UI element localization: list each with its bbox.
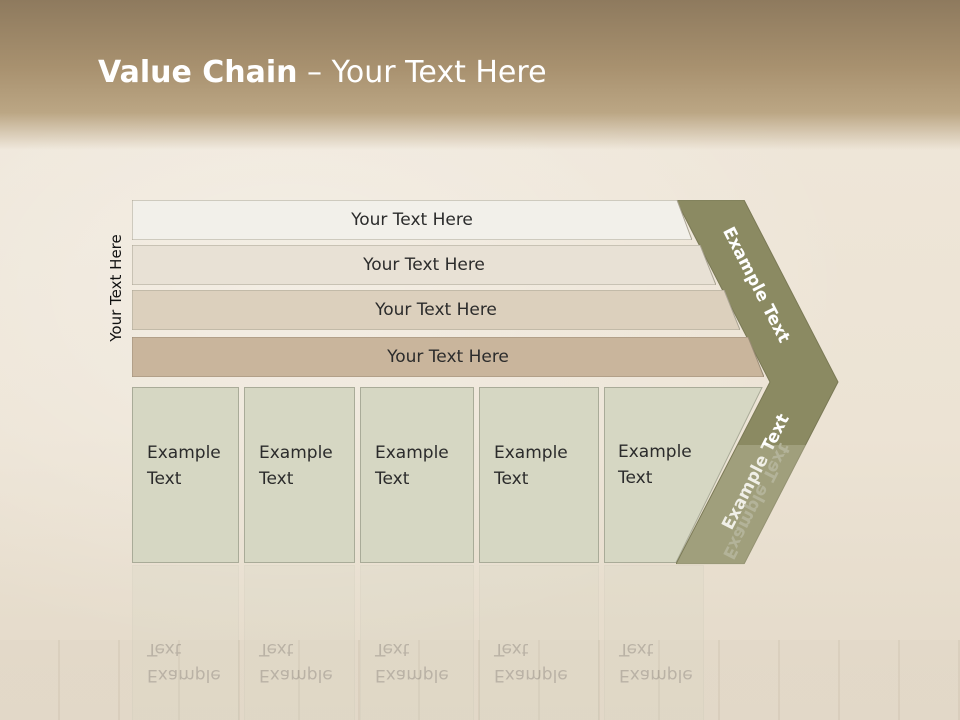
column-3-reflection: Example Text	[360, 565, 474, 720]
column-3-line2: Text	[375, 469, 410, 489]
column-2-reflection-line1: Example	[259, 665, 333, 685]
column-1-line1: Example	[147, 443, 221, 463]
chevron-reflection-shape	[676, 445, 806, 565]
column-4-line1: Example	[494, 443, 568, 463]
row-4-shape	[132, 337, 764, 377]
side-label: Your Text Here	[107, 234, 125, 342]
column-4-reflection: Example Text	[479, 565, 599, 720]
row-1-label: Your Text Here	[351, 210, 473, 230]
column-2-line1: Example	[259, 443, 333, 463]
column-5-line1: Example	[618, 442, 692, 462]
column-3: Example Text	[360, 387, 474, 563]
title-bold: Value Chain	[98, 55, 298, 90]
column-3-reflection-line1: Example	[375, 665, 449, 685]
row-2: Your Text Here	[132, 245, 716, 285]
column-1-reflection-line1: Example	[147, 665, 221, 685]
column-4-reflection-line1: Example	[494, 665, 568, 685]
row-3: Your Text Here	[132, 290, 740, 330]
column-4-line2: Text	[494, 469, 529, 489]
row-2-label: Your Text Here	[363, 255, 485, 275]
column-4-reflection-line2: Text	[494, 639, 529, 659]
column-1: Example Text	[132, 387, 239, 563]
column-5: Example Text	[604, 387, 763, 563]
column-4: Example Text	[479, 387, 599, 563]
column-2-line2: Text	[259, 469, 294, 489]
chevron-shape	[676, 200, 839, 564]
column-5-reflection-line2: Text	[619, 639, 654, 659]
column-2-reflection-line2: Text	[259, 639, 294, 659]
column-2-reflection: Example Text	[244, 565, 355, 720]
column-1-line2: Text	[147, 469, 182, 489]
row-4: Your Text Here	[132, 337, 764, 377]
column-5-line2: Text	[618, 468, 653, 488]
title-rest: – Your Text Here	[297, 55, 547, 90]
background-floor	[0, 640, 960, 720]
row-3-shape	[132, 290, 740, 330]
row-4-label: Your Text Here	[387, 347, 509, 367]
row-1: Your Text Here	[132, 200, 692, 240]
row-1-shape	[132, 200, 692, 240]
column-1-reflection: Example Text	[132, 565, 239, 720]
column-5-reflection: Example Text	[604, 565, 704, 720]
slide-title: Value Chain – Your Text Here	[98, 55, 547, 90]
row-3-label: Your Text Here	[375, 300, 497, 320]
header-band	[0, 0, 960, 150]
column-5-shape	[604, 387, 763, 563]
column-2: Example Text	[244, 387, 355, 563]
column-5-reflection-line1: Example	[619, 665, 693, 685]
chevron-reflection: Example Text	[676, 379, 840, 565]
row-2-shape	[132, 245, 716, 285]
column-3-reflection-line2: Text	[375, 639, 410, 659]
column-1-reflection-line2: Text	[147, 639, 182, 659]
column-3-line1: Example	[375, 443, 449, 463]
